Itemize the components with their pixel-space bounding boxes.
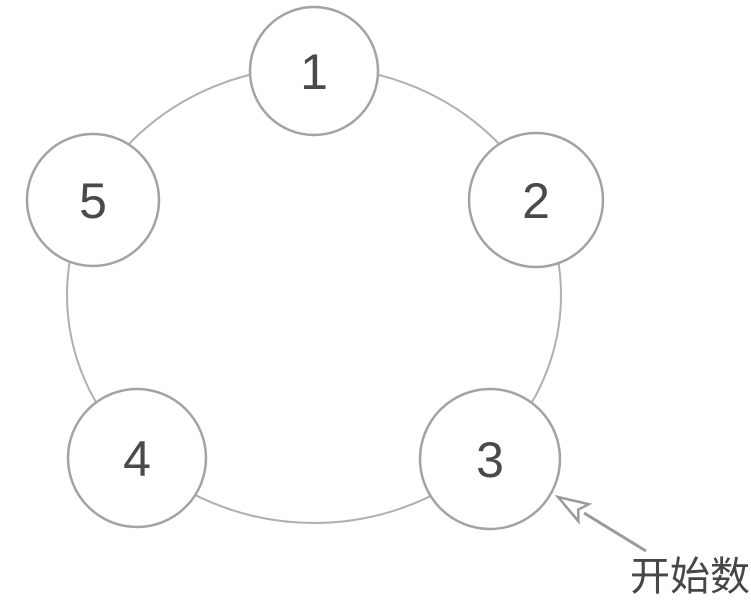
- node-1-circle: [248, 5, 380, 137]
- node-2-label: 2: [522, 173, 550, 229]
- arrow-shaft: [583, 511, 647, 553]
- start-count-label: 开始数: [630, 555, 750, 599]
- node-4: 4: [66, 387, 208, 529]
- node-4-circle: [66, 387, 208, 529]
- node-2-circle: [467, 131, 605, 269]
- node-4-label: 4: [123, 431, 151, 487]
- node-2: 2: [467, 131, 605, 269]
- node-3-circle: [418, 387, 562, 531]
- start-pointer-arrow: [554, 494, 647, 553]
- node-5-circle: [25, 132, 161, 268]
- node-3-label: 3: [476, 432, 504, 488]
- arrow-head-icon: [554, 494, 593, 525]
- node-5: 5: [25, 132, 161, 268]
- node-1: 1: [248, 5, 380, 137]
- node-3: 3: [418, 387, 562, 531]
- node-5-label: 5: [79, 173, 107, 229]
- node-1-label: 1: [300, 44, 328, 100]
